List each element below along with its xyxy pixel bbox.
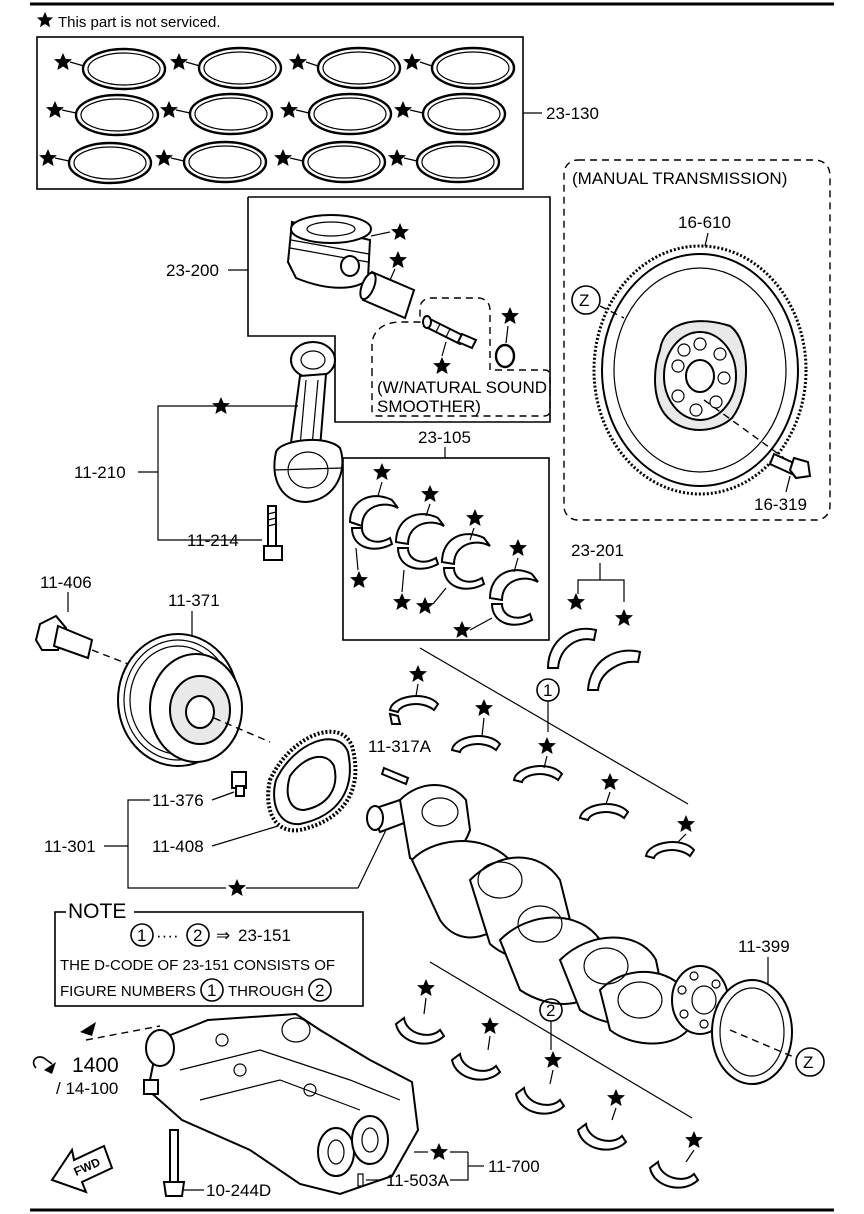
label-rear-seal: 11-399 xyxy=(738,937,790,956)
note-ref: 23-151 xyxy=(238,926,291,945)
callout-2-text: 2 xyxy=(546,1001,555,1020)
piston-pin-illustration xyxy=(359,270,416,320)
fwd-arrow-icon: FWD xyxy=(50,1144,114,1194)
label-plate: 11-408 xyxy=(152,837,204,856)
natural-sound-smoother-box xyxy=(371,297,551,417)
crankshaft-pulley-illustration xyxy=(117,633,243,767)
label-key: 11-317A xyxy=(368,737,432,756)
reference-arrow-icon xyxy=(32,1056,56,1074)
label-main-bearing-part: 11-503A xyxy=(386,1171,450,1190)
legend-text: This part is not serviced. xyxy=(58,14,221,31)
note-line2: THE D-CODE OF 23-151 CONSISTS OF xyxy=(60,957,335,974)
note-callout-end: 2 xyxy=(193,926,202,945)
note-arrow: ⇒ xyxy=(216,926,230,945)
note-box xyxy=(54,911,364,1007)
ref-arrowhead xyxy=(80,1022,96,1036)
conrod-bearing-stars xyxy=(350,463,527,638)
crankshaft-star-icon xyxy=(228,879,246,896)
balancer-ref: 1400 xyxy=(72,1054,119,1077)
callout-1-text: 1 xyxy=(543,681,552,700)
ring-gear-bolt-illustration xyxy=(231,771,247,797)
label-flywheel: 16-610 xyxy=(678,213,731,232)
manual-transmission-box xyxy=(563,159,831,521)
label-piston-rings: 23-130 xyxy=(546,104,599,123)
bearing-part-icon xyxy=(357,1173,364,1187)
zone-z-callout-top xyxy=(571,285,601,315)
note-line3-start: 1 xyxy=(207,981,216,1000)
label-pulley-bolt: 11-406 xyxy=(40,573,92,592)
zone-z-callout-bottom xyxy=(795,1047,825,1077)
conrod-bearing-shells xyxy=(348,495,539,626)
label-balancer-bolt: 10-244D xyxy=(206,1181,271,1200)
flywheel-bolt-illustration xyxy=(768,452,812,480)
note-title: NOTE xyxy=(68,900,126,923)
label-conrod: 11-210 xyxy=(74,463,126,482)
label-conrod-bolt: 11-214 xyxy=(187,531,239,550)
flywheel-illustration xyxy=(592,244,808,496)
smoother-oring-star-icon xyxy=(501,307,519,324)
label-main-bearing-set: 11-700 xyxy=(488,1157,540,1176)
note-callout-start: 1 xyxy=(137,926,146,945)
piston-pin-star-icon xyxy=(389,251,407,268)
label-ring-gear-bolt: 11-376 xyxy=(152,791,204,810)
note-title-bg xyxy=(66,902,134,920)
note-dots: ···· xyxy=(156,926,179,945)
not-serviced-star-icon xyxy=(36,11,54,28)
thrust-star-2-icon xyxy=(615,609,633,626)
conrod-bolt-illustration xyxy=(263,505,283,561)
upper-main-bearings xyxy=(388,695,696,860)
thrust-washers xyxy=(546,627,642,691)
piston-ring-grid xyxy=(54,46,516,185)
label-flywheel-bolt: 16-319 xyxy=(754,495,807,514)
crankshaft-illustration xyxy=(366,784,729,1045)
pulley-bolt-illustration xyxy=(34,614,94,660)
rear-oil-seal-illustration xyxy=(711,979,793,1085)
label-thrust-bearing: 23-201 xyxy=(571,541,624,560)
lower-main-bearing-stars xyxy=(417,979,703,1163)
balancer-unit-illustration xyxy=(143,1012,420,1196)
key-illustration xyxy=(380,766,410,786)
piston-star-icon xyxy=(391,223,409,240)
label-crankshaft-assy: 11-301 xyxy=(44,837,96,856)
main-bearing-set-star-icon xyxy=(430,1143,448,1160)
note-line3-prefix: FIGURE NUMBERS xyxy=(60,983,196,1000)
smoother-pin-illustration xyxy=(422,315,478,350)
piston-ring-set xyxy=(36,36,542,190)
lower-main-bearings xyxy=(394,1016,700,1189)
conrod-star-icon xyxy=(212,397,230,414)
thrust-star-1-icon xyxy=(567,593,585,610)
piston-illustration xyxy=(286,214,372,289)
piston-assembly-box xyxy=(228,196,551,423)
label-conrod-bearing: 23-105 xyxy=(418,428,471,447)
manual-transmission-label: (MANUAL TRANSMISSION) xyxy=(572,169,787,188)
upper-main-bearing-stars xyxy=(409,665,695,843)
conrod-bearing-box xyxy=(342,457,550,641)
note-line3-end: 2 xyxy=(315,981,324,1000)
balancer-bolt-illustration xyxy=(162,1129,186,1197)
balancer-ref-sub: / 14-100 xyxy=(56,1079,118,1098)
natural-sound-line1: (W/NATURAL SOUND xyxy=(377,378,547,397)
zone-z-label-top: Z xyxy=(579,291,589,310)
natural-sound-line2: SMOOTHER) xyxy=(377,397,481,416)
zone-z-label-bottom: Z xyxy=(803,1053,813,1072)
label-pulley: 11-371 xyxy=(168,591,220,610)
label-piston: 23-200 xyxy=(166,261,219,280)
note-line3-mid: THROUGH xyxy=(228,983,304,1000)
smoother-pin-star-icon xyxy=(433,357,451,374)
signal-plate-illustration xyxy=(266,729,358,833)
connecting-rod-illustration xyxy=(273,341,344,504)
